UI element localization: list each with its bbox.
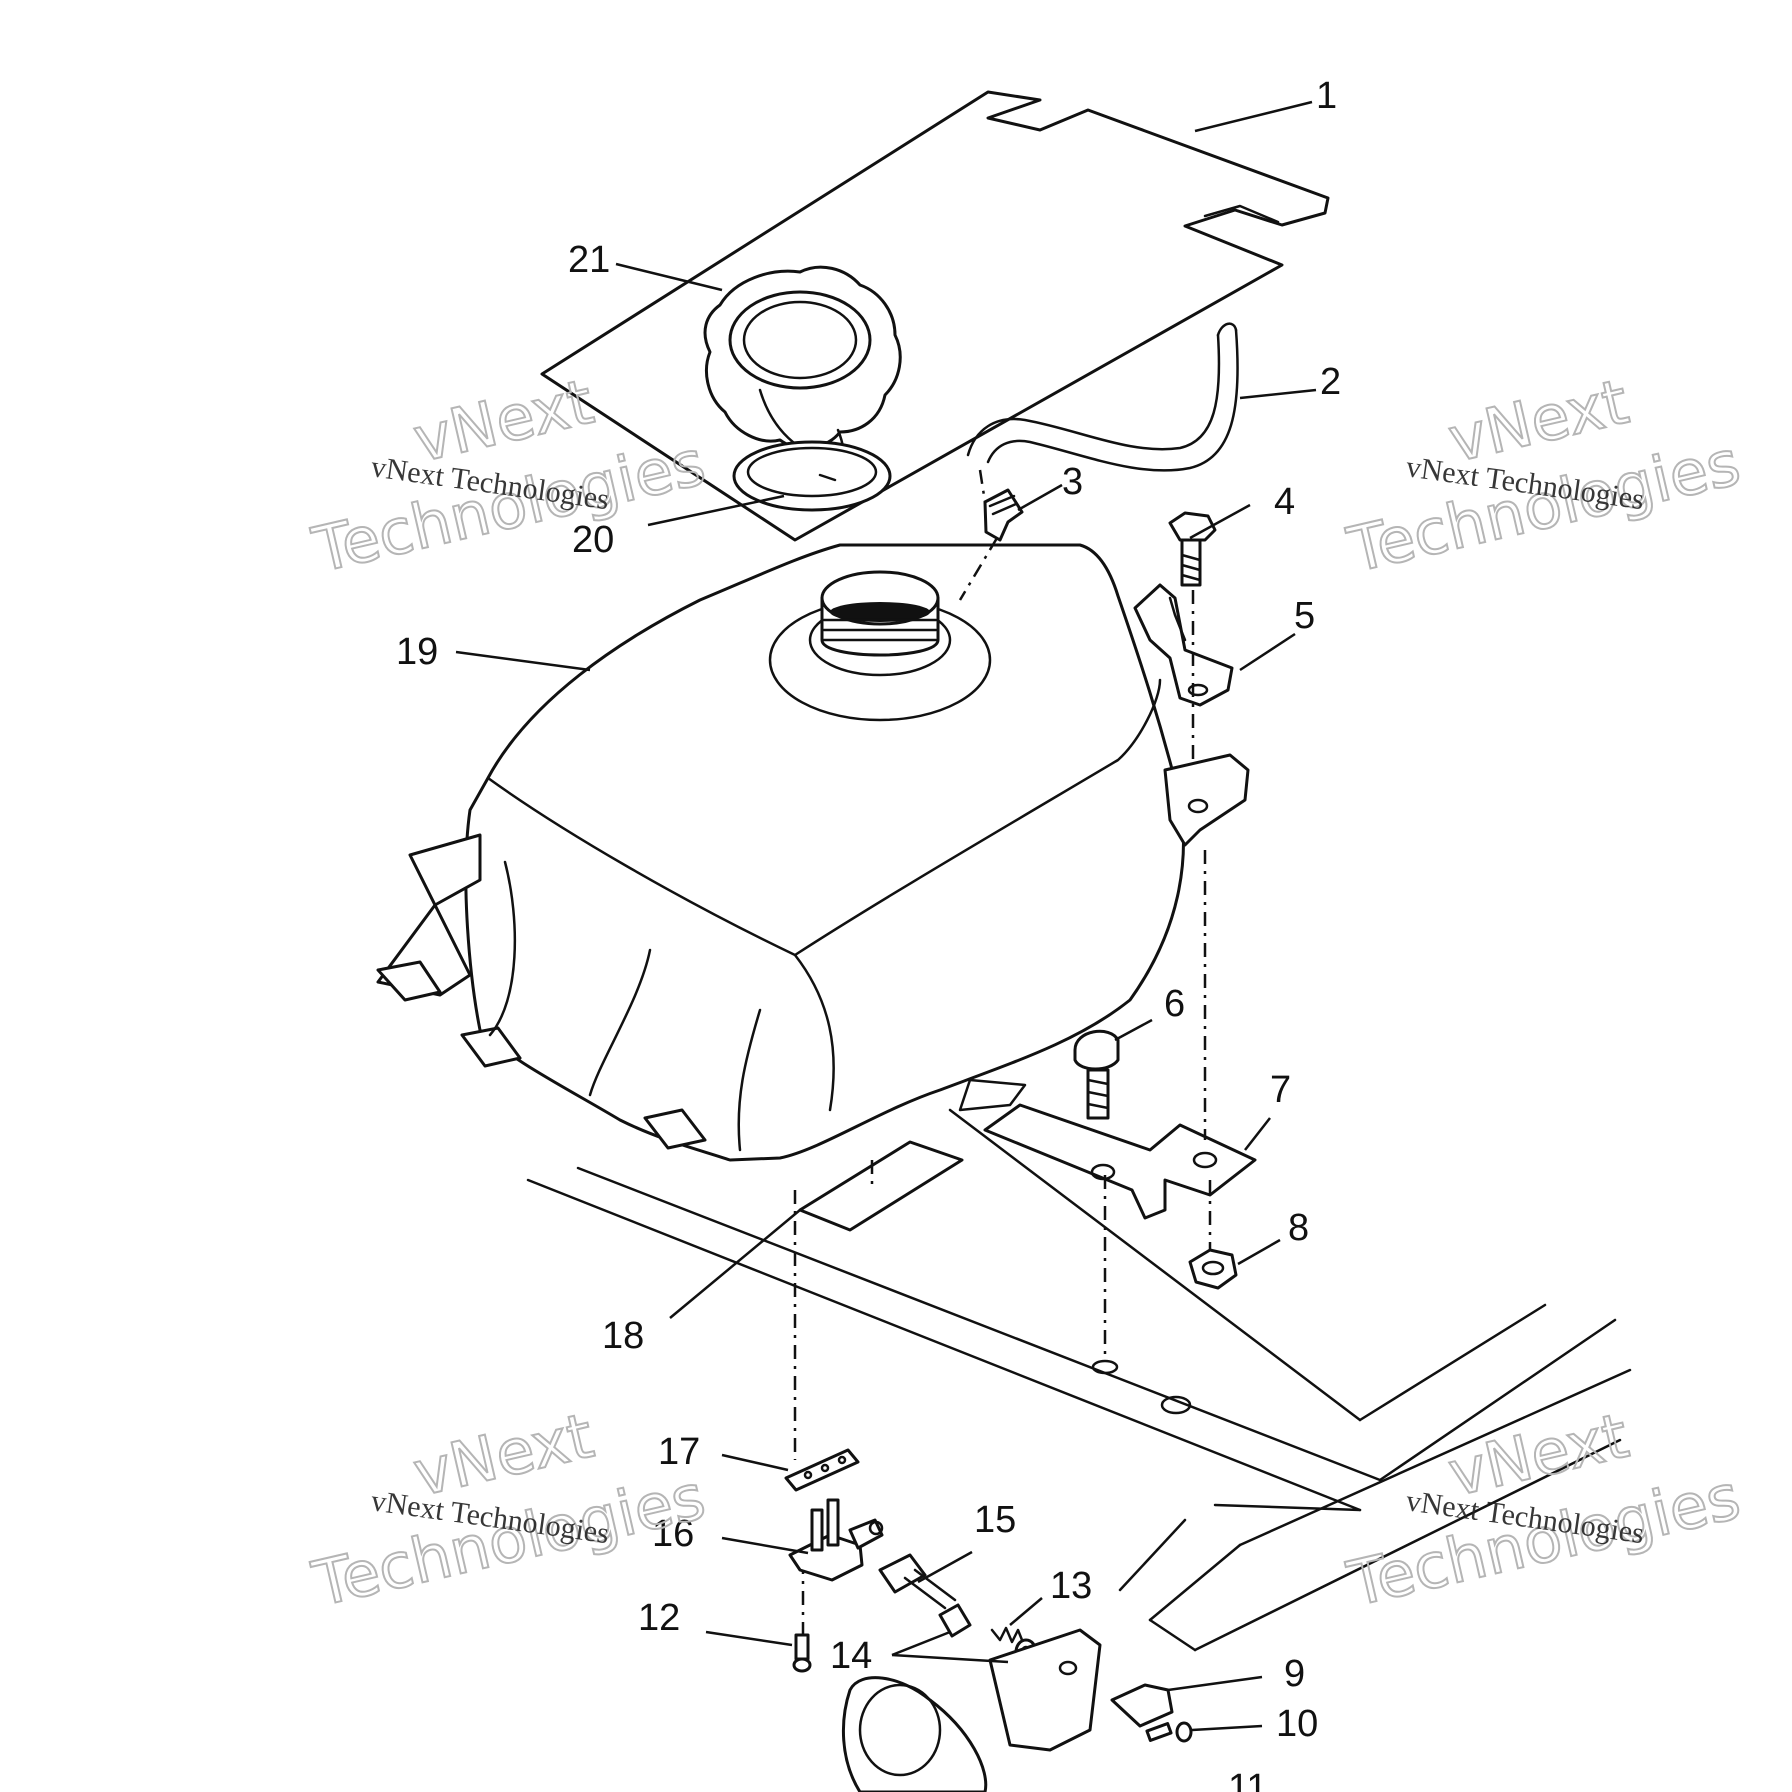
part-11-lower-bracket [842,1628,1102,1792]
callout-13: 13 [1050,1565,1092,1607]
callout-12: 12 [638,1597,680,1639]
part-17-petcock-plate [784,1448,860,1492]
callout-16: 16 [652,1513,694,1555]
part-15-fuel-line [878,1553,957,1610]
part-3-elbow-fitting [983,488,1024,542]
callout-2: 2 [1320,361,1341,403]
part-16-fuel-petcock [788,1498,884,1582]
callout-14: 14 [830,1635,872,1677]
part-21-fuel-cap [703,265,902,465]
part-20-cap-gasket [732,440,892,512]
callout-21: 21 [568,239,610,281]
part-9-clip [1110,1683,1174,1728]
callout-17: 17 [658,1431,700,1473]
frame-rails [526,1108,1632,1652]
part-7-tank-mount [983,1103,1257,1220]
callout-18: 18 [602,1315,644,1357]
callout-11: 11 [1228,1767,1267,1792]
watermark-bottom-left: vNext Technologies vNext Technologies [305,1398,712,1622]
callout-20: 20 [572,519,614,561]
watermark-bottom-right: vNext Technologies vNext Technologies [1340,1398,1747,1622]
part-6-bolt [1073,1029,1120,1120]
part-8-nut [1188,1248,1238,1290]
part-18-tank-pad-lower [798,1140,964,1232]
part-12-screw [792,1633,812,1673]
callout-19: 19 [396,631,438,673]
part-5-mount-bracket [1133,583,1234,707]
part-19-fuel-tank [376,543,1250,1162]
part-2-vent-hose [966,322,1239,472]
callout-6: 6 [1164,983,1185,1025]
assembly-lines [793,469,1212,1640]
callout-8: 8 [1288,1207,1309,1249]
callout-9: 9 [1284,1653,1305,1695]
leader-lines [455,100,1317,1732]
callout-4: 4 [1274,481,1295,523]
part-4-bolt [1168,511,1217,587]
callout-15: 15 [974,1499,1016,1541]
callout-labels: 1 2 3 4 5 6 7 8 9 10 11 12 13 14 15 16 1… [396,75,1341,1792]
part-10-screw [1145,1721,1193,1743]
callout-10: 10 [1276,1703,1318,1745]
callout-7: 7 [1270,1069,1291,1111]
part-13-spring [990,1626,1024,1644]
callout-3: 3 [1062,461,1083,503]
callout-1: 1 [1316,75,1337,117]
callout-5: 5 [1294,595,1315,637]
watermark-top-right: vNext Technologies vNext Technologies [1340,364,1747,588]
